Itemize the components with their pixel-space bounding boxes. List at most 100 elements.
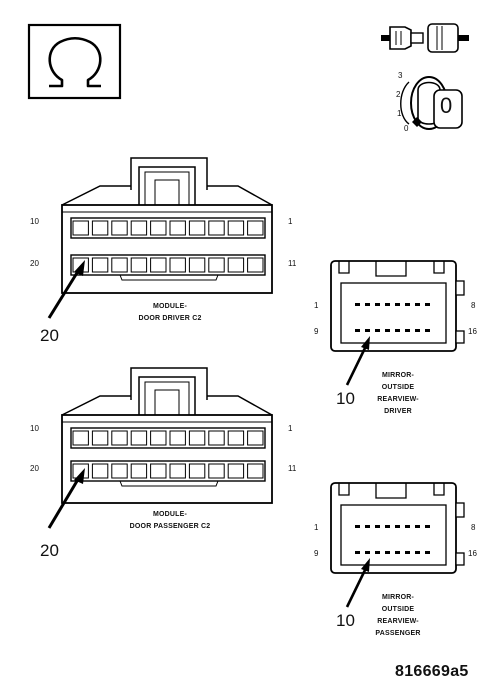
connector-cavity	[150, 430, 167, 446]
mirror-driver-pin-16: 16	[468, 327, 477, 336]
ignition-key-label: 0	[440, 93, 453, 118]
door-passenger-connector	[47, 367, 273, 529]
connector-pin	[365, 551, 370, 554]
connector-cavity	[169, 220, 186, 236]
connector-pin	[425, 329, 430, 332]
mirror-passenger-pin-16: 16	[468, 549, 477, 558]
connector-cavity	[227, 463, 245, 479]
door-driver-callout: 20	[40, 326, 59, 345]
caption-line: REARVIEW-	[377, 396, 419, 403]
connector-pin	[365, 329, 370, 332]
connector-cavity	[91, 463, 109, 479]
connector-pin	[365, 303, 370, 306]
mirror-passenger-connector	[330, 482, 465, 608]
connector-cavity	[208, 430, 225, 446]
ignition-pos-2: 2	[396, 90, 401, 99]
connector-pin	[395, 525, 400, 528]
connector-cavity	[111, 220, 128, 236]
connector-pin	[355, 303, 360, 306]
connector-pin	[415, 303, 420, 306]
door-passenger-pin-1: 1	[288, 424, 293, 433]
connector-pin	[395, 551, 400, 554]
connector-cavity	[72, 430, 89, 446]
caption-line: DRIVER	[384, 408, 412, 415]
mirror-passenger-pin-1: 1	[314, 523, 319, 532]
caption-line: OUTSIDE	[381, 606, 415, 613]
ignition-pos-1: 1	[397, 109, 402, 118]
connector-cavity	[208, 220, 225, 236]
connector-pin	[355, 525, 360, 528]
caption-line: OUTSIDE	[381, 384, 415, 391]
door-driver-pin-10: 10	[30, 217, 39, 226]
connector-pin	[405, 551, 410, 554]
connector-cavity	[130, 257, 148, 273]
mirror-passenger-callout: 10	[336, 611, 355, 630]
connector-pin	[395, 329, 400, 332]
connector-pin	[405, 525, 410, 528]
ohmmeter-icon	[27, 23, 122, 100]
connector-cavity	[188, 220, 206, 236]
connector-pin	[375, 329, 380, 332]
caption-line: REARVIEW-	[377, 618, 419, 625]
connector-pin	[425, 525, 430, 528]
connector-cavity	[188, 257, 206, 273]
connector-pin	[425, 551, 430, 554]
connector-cavity	[150, 463, 167, 479]
connector-pin	[405, 303, 410, 306]
connector-pin	[415, 551, 420, 554]
caption-line: MODULE-	[152, 511, 188, 518]
door-driver-caption: MODULE- DOOR DRIVER C2	[100, 301, 240, 325]
connector-pin	[375, 525, 380, 528]
figure-code: 816669a5	[395, 663, 469, 680]
connector-cavity	[150, 257, 167, 273]
door-driver-pin-20: 20	[30, 259, 39, 268]
door-passenger-pin-10: 10	[30, 424, 39, 433]
mirror-driver-pin-1: 1	[314, 301, 319, 310]
door-passenger-pin-20: 20	[30, 464, 39, 473]
caption-line: DOOR PASSENGER C2	[129, 523, 211, 530]
connector-cavity	[208, 463, 225, 479]
caption-line: MODULE-	[152, 303, 188, 310]
ignition-pos-3: 3	[398, 71, 403, 80]
ignition-pos-0: 0	[404, 124, 409, 133]
connector-cavity	[91, 430, 109, 446]
connector-cavity	[111, 430, 128, 446]
connector-cavity	[72, 220, 89, 236]
door-passenger-callout: 20	[40, 541, 59, 560]
mirror-passenger-caption: MIRROR- OUTSIDE REARVIEW- PASSENGER	[353, 592, 443, 640]
connector-cavity	[130, 430, 148, 446]
connector-cavity	[208, 257, 225, 273]
connector-cavity	[227, 257, 245, 273]
door-passenger-pin-11: 11	[288, 464, 297, 473]
connector-cavity	[247, 463, 264, 479]
caption-line: MIRROR-	[381, 372, 415, 379]
connector-pin	[415, 329, 420, 332]
mirror-passenger-pin-8: 8	[471, 523, 476, 532]
connector-pin	[415, 525, 420, 528]
connector-disconnect-icon	[381, 23, 469, 53]
connector-cavity	[91, 257, 109, 273]
ignition-switch-icon	[400, 76, 463, 130]
connector-pin	[355, 329, 360, 332]
connector-pin	[365, 525, 370, 528]
mirror-driver-caption: MIRROR- OUTSIDE REARVIEW- DRIVER	[358, 370, 438, 418]
connector-cavity	[227, 220, 245, 236]
connector-pin	[395, 303, 400, 306]
door-driver-connector	[47, 157, 273, 319]
connector-pin	[375, 551, 380, 554]
connector-cavity	[130, 463, 148, 479]
mirror-driver-connector	[330, 260, 465, 386]
connector-cavity	[150, 220, 167, 236]
mirror-driver-pin-8: 8	[471, 301, 476, 310]
connector-pin	[385, 329, 390, 332]
mirror-driver-callout: 10	[336, 389, 355, 408]
caption-line: MIRROR-	[381, 594, 415, 601]
connector-cavity	[247, 257, 264, 273]
door-driver-pin-11: 11	[288, 259, 297, 268]
connector-pin	[355, 551, 360, 554]
connector-pin	[385, 551, 390, 554]
connector-cavity	[169, 430, 186, 446]
door-passenger-caption: MODULE- DOOR PASSENGER C2	[95, 509, 245, 533]
connector-pin	[425, 303, 430, 306]
